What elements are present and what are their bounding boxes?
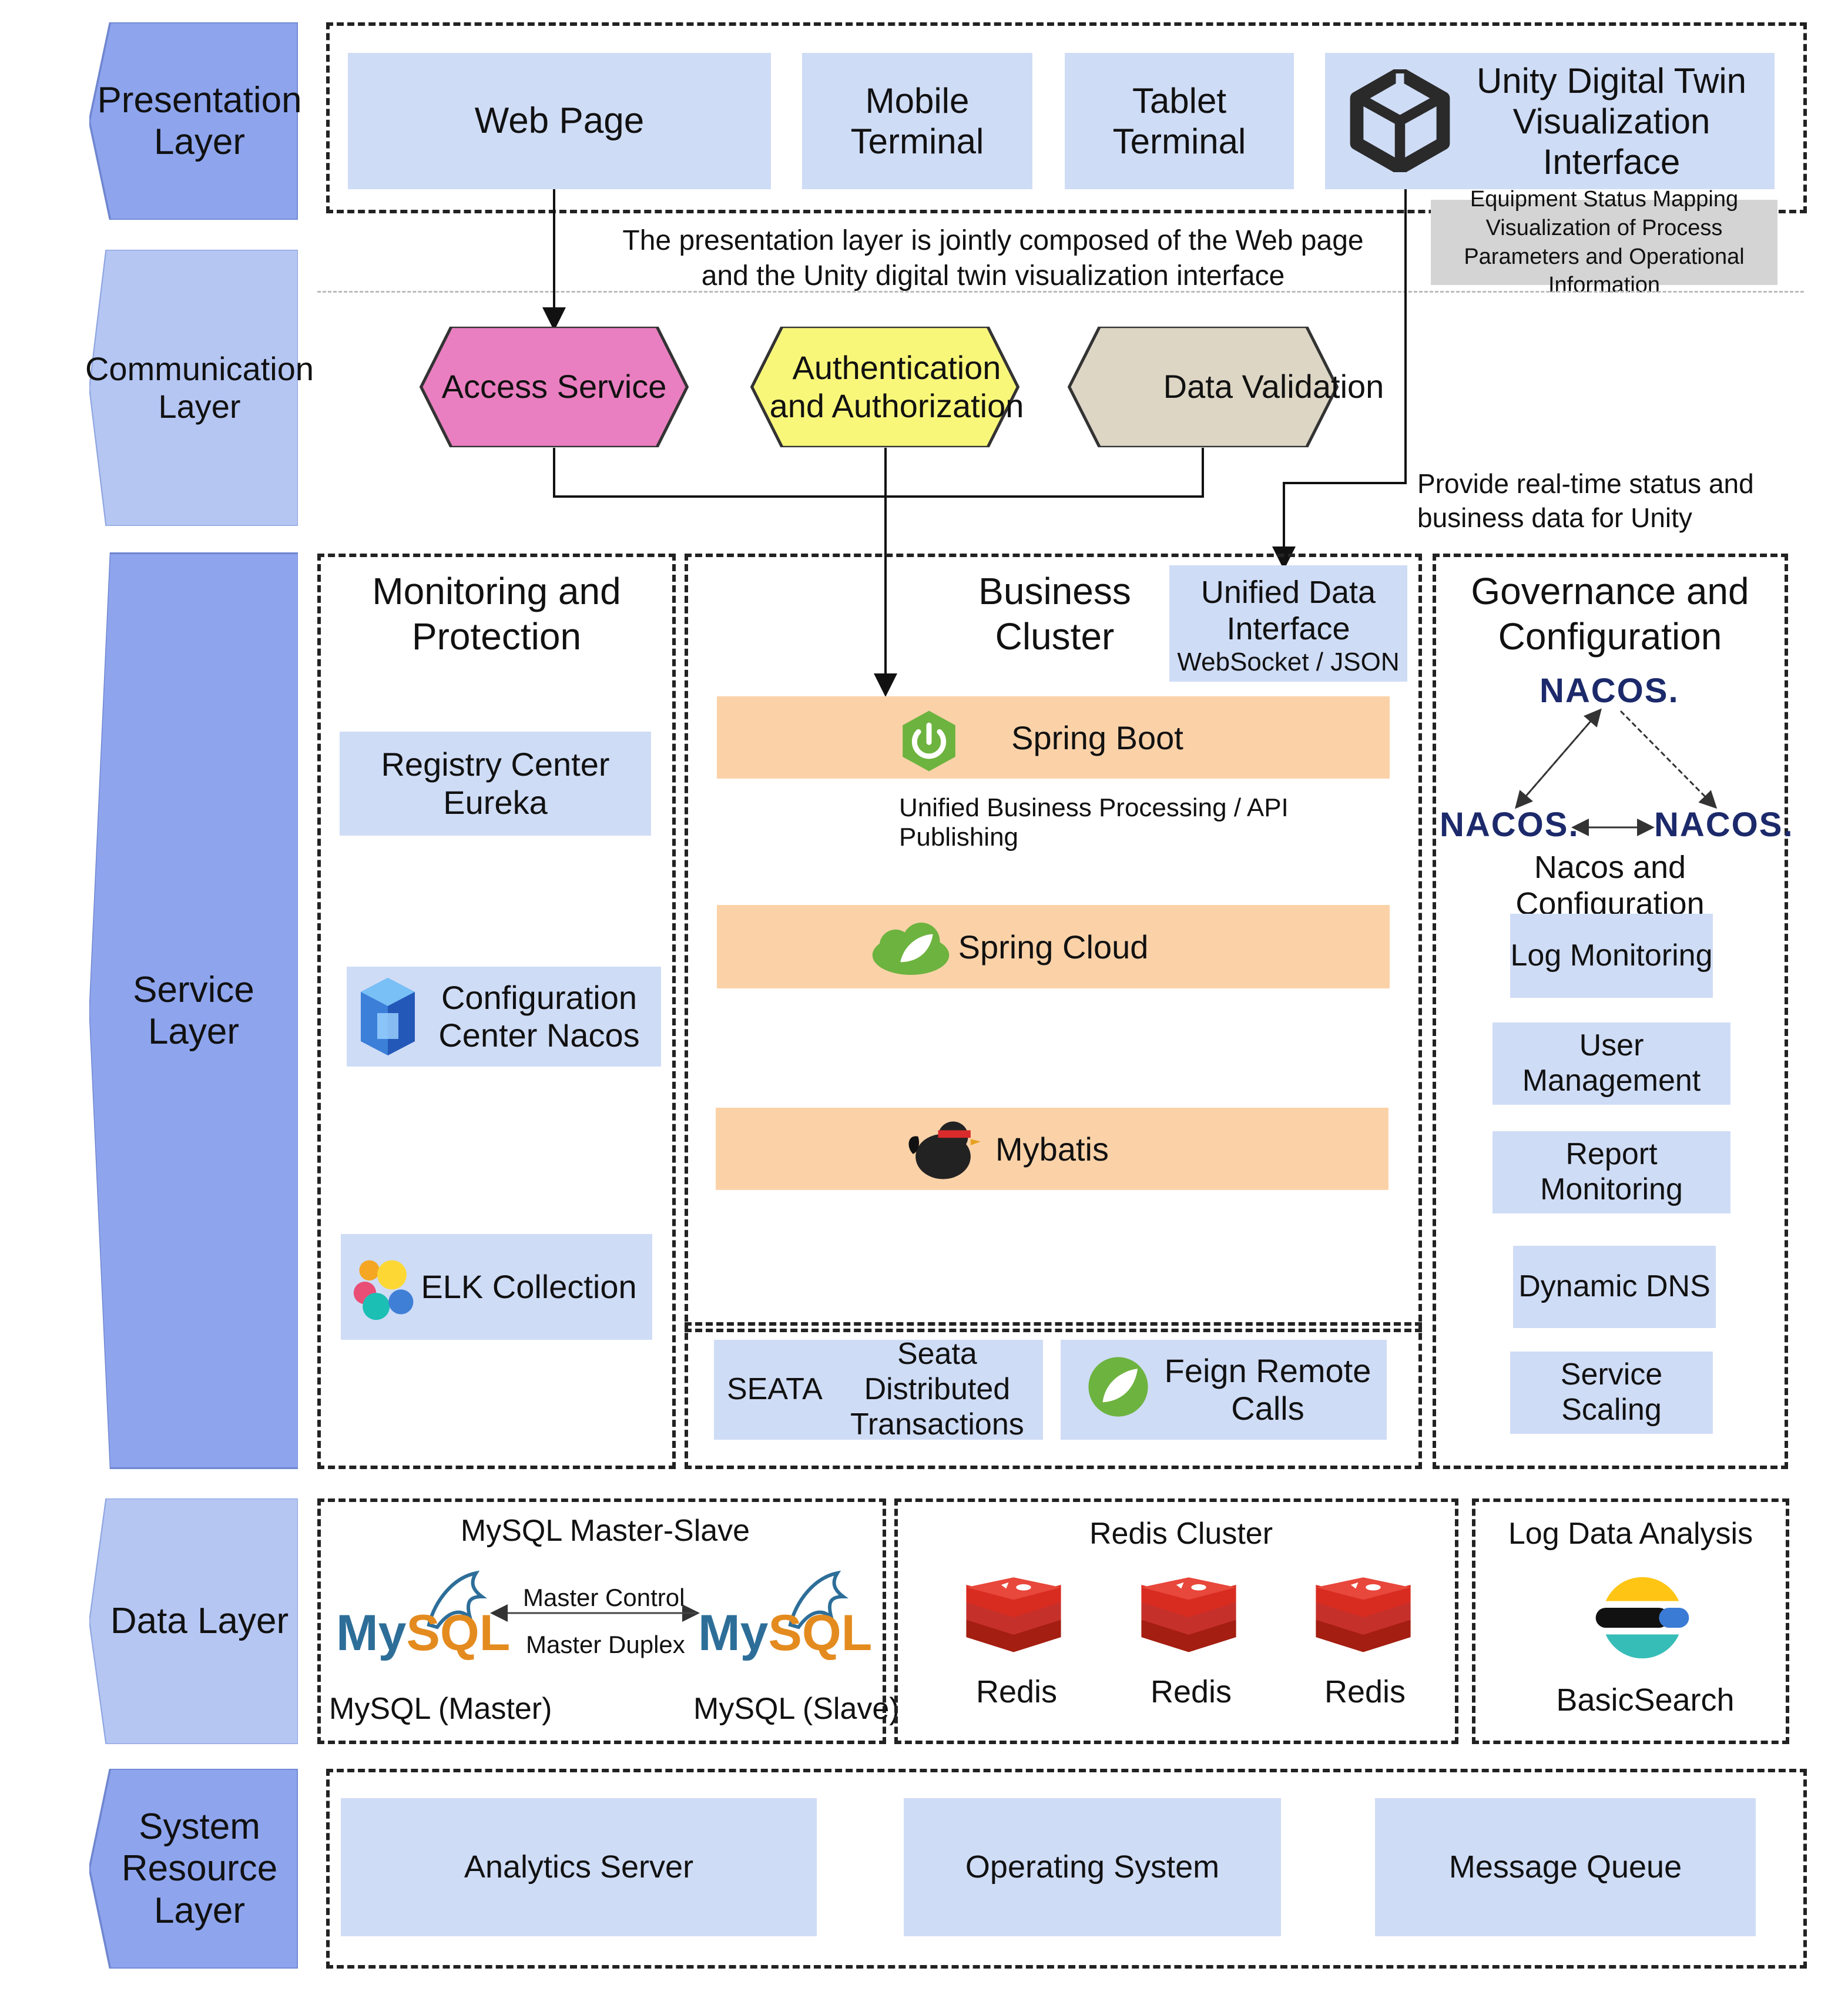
mobile-terminal-box: Mobile Terminal: [802, 53, 1032, 189]
access-service-hex: Access Service: [418, 326, 690, 448]
mysql-dolphin-icon: [784, 1566, 855, 1631]
log-analysis-group: [1472, 1498, 1789, 1744]
unity-interface-label: Unity Digital Twin Visualization Interfa…: [1476, 61, 1747, 182]
service-scaling-box: Service Scaling: [1510, 1352, 1713, 1434]
spring-cloud-bar: Spring Cloud: [717, 905, 1390, 988]
mysql-slave-logo-my: My: [698, 1605, 769, 1661]
mysql-slave-label: MySQL (Slave): [693, 1692, 900, 1726]
redis-title: Redis Cluster: [1089, 1517, 1273, 1551]
service-layer-tab: Service Layer: [89, 552, 298, 1469]
data-validation-label: Data Validation: [1163, 368, 1384, 405]
feign-leaf-icon: [1086, 1354, 1151, 1419]
master-control-label: Master Control: [523, 1584, 685, 1611]
log-analysis-title: Log Data Analysis: [1508, 1517, 1753, 1551]
auth-label: Authentication and Authorization: [769, 349, 1024, 424]
dynamic-dns-box: Dynamic DNS: [1513, 1246, 1716, 1328]
redis-node-label: Redis: [1324, 1674, 1406, 1709]
master-duplex-label: Master Duplex: [526, 1631, 685, 1658]
spring-boot-label: Spring Boot: [1011, 719, 1183, 756]
report-monitoring-box: Report Monitoring: [1493, 1131, 1730, 1213]
system-layer-tab: System Resource Layer: [89, 1769, 298, 1969]
business-cluster-group: [685, 554, 1422, 1332]
unified-protocol-label: WebSocket / JSON: [1177, 648, 1400, 677]
redis-icon: [1139, 1575, 1239, 1657]
elk-icon: [351, 1255, 419, 1322]
mysql-dolphin-icon: [423, 1566, 494, 1631]
config-center-label: Configuration Center Nacos: [438, 978, 640, 1054]
mybatis-label: Mybatis: [995, 1130, 1109, 1168]
mysql-title: MySQL Master-Slave: [460, 1514, 750, 1548]
presentation-caption: The presentation layer is jointly compos…: [622, 225, 1364, 291]
presentation-layer-label: Presentation Layer: [97, 79, 302, 162]
system-layer-label: System Resource Layer: [121, 1806, 278, 1931]
user-management-box: User Management: [1493, 1022, 1730, 1105]
communication-layer-label: Communication Layer: [85, 350, 314, 425]
mysql-slave-logo: MySQL: [698, 1604, 872, 1662]
access-service-label: Access Service: [441, 368, 667, 405]
presentation-group: [326, 22, 1807, 213]
nacos-left-icon: NACOS.: [1440, 806, 1579, 844]
spring-boot-bar: Spring Boot: [717, 696, 1390, 779]
redis-icon: [964, 1575, 1064, 1657]
analytics-server-box: Analytics Server: [341, 1798, 817, 1936]
seata-label: Seata Distributed Transactions: [850, 1337, 1024, 1441]
api-publishing-note: Unified Business Processing / API Publis…: [899, 793, 1289, 851]
data-layer-tab: Data Layer: [89, 1498, 298, 1744]
registry-center-box: Registry Center Eureka: [340, 732, 651, 836]
layer-divider: [317, 291, 1804, 293]
auth-hex: Authentication and Authorization: [749, 326, 1024, 448]
redis-icon: [1313, 1575, 1413, 1657]
mybatis-bird-icon: [905, 1117, 981, 1184]
seata-box: SEATA Seata Distributed Transactions: [714, 1337, 1043, 1441]
mysql-master-logo-my: My: [336, 1605, 407, 1661]
mysql-group: [317, 1498, 886, 1744]
data-validation-hex: Data Validation: [1066, 326, 1384, 448]
transaction-group: [685, 1322, 1422, 1469]
tablet-terminal-box: Tablet Terminal: [1065, 53, 1294, 189]
mysql-master-label: MySQL (Master): [329, 1692, 552, 1726]
seata-logo: SEATA: [727, 1372, 823, 1407]
monitoring-group: [317, 554, 676, 1469]
log-monitoring-box: Log Monitoring: [1510, 914, 1713, 998]
system-resource-group: [326, 1769, 1807, 1969]
communication-layer-tab: Communication Layer: [85, 250, 314, 526]
redis-node-label: Redis: [1150, 1674, 1232, 1709]
mysql-master-logo: MySQL: [336, 1604, 510, 1662]
nacos-top-icon: NACOS.: [1540, 672, 1679, 710]
spring-cloud-leaf-icon: [870, 920, 952, 976]
governance-group: [1433, 554, 1788, 1469]
redis-group: [894, 1498, 1458, 1744]
unity-feed-note: Provide real-time status and business da…: [1417, 468, 1754, 533]
data-layer-label: Data Layer: [110, 1601, 289, 1642]
elasticsearch-icon: [1592, 1568, 1692, 1668]
web-page-box: Web Page: [348, 53, 771, 189]
mybatis-bar: Mybatis: [716, 1108, 1388, 1190]
mysql-slave-logo-sql: SQL: [768, 1605, 873, 1661]
nacos-cube-icon: [358, 975, 417, 1058]
basicsearch-label: BasicSearch: [1556, 1682, 1735, 1718]
spring-boot-power-icon: [896, 708, 962, 774]
presentation-layer-tab: Presentation Layer: [89, 22, 302, 220]
unity-logo-icon: [1349, 69, 1451, 172]
redis-node-label: Redis: [975, 1674, 1058, 1709]
elk-label: ELK Collection: [421, 1268, 637, 1305]
unified-data-interface-box: Unified Data Interface WebSocket / JSON: [1169, 565, 1407, 682]
mysql-master-logo-sql: SQL: [406, 1605, 511, 1661]
feign-label: Feign Remote Calls: [1164, 1352, 1371, 1427]
message-queue-box: Message Queue: [1375, 1798, 1756, 1936]
unity-note: Equipment Status Mapping Visualization o…: [1431, 187, 1777, 297]
spring-cloud-label: Spring Cloud: [958, 928, 1149, 965]
service-layer-label: Service Layer: [133, 969, 254, 1052]
operating-system-box: Operating System: [904, 1798, 1281, 1936]
nacos-caption: Nacos and Configuration: [1515, 850, 1705, 921]
business-cluster-title: Business Cluster: [978, 570, 1131, 658]
unified-interface-label: Unified Data Interface: [1200, 575, 1376, 647]
governance-title: Governance and Configuration: [1471, 570, 1749, 658]
nacos-right-icon: NACOS.: [1654, 806, 1794, 844]
monitoring-title: Monitoring and Protection: [372, 570, 621, 658]
